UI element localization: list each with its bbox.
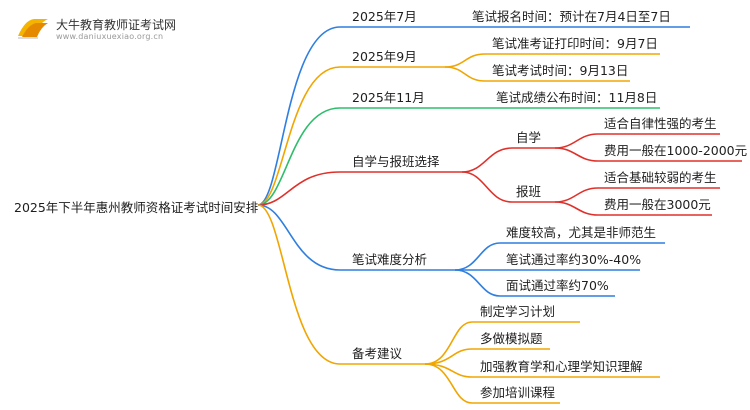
connector-difficulty	[257, 204, 341, 271]
connector-diff-item-1	[454, 242, 665, 271]
branch-choice-label: 自学与报班选择	[352, 154, 440, 169]
advice-item: 多做模拟题	[480, 331, 543, 346]
choice-self-label: 自学	[516, 130, 542, 145]
branch-difficulty-label: 笔试难度分析	[352, 252, 428, 267]
sept-item: 笔试考试时间：9月13日	[492, 63, 629, 78]
advice-item: 制定学习计划	[480, 304, 556, 319]
site-logo: 大牛教育教师证考试网 www.daniuxuexiao.org.cn	[6, 6, 186, 46]
connector-advice	[257, 204, 341, 365]
root-topic: 2025年下半年惠州教师资格证考试时间安排	[14, 200, 259, 215]
connector-class-item-2	[554, 201, 712, 216]
connector-adv-item-2	[424, 348, 550, 365]
difficulty-item: 难度较高，尤其是非师范生	[506, 225, 657, 240]
connector-july	[257, 26, 341, 206]
connector-choice	[257, 171, 341, 206]
watermark-url: www.daniuxuexiao.org.cn	[56, 32, 164, 41]
class-item: 适合基础较弱的考生	[604, 170, 717, 185]
branch-july-label: 2025年7月	[352, 9, 417, 24]
self-item: 费用一般在1000-2000元	[604, 143, 748, 158]
connector-self	[461, 147, 555, 173]
advice-item: 加强教育学和心理学知识理解	[480, 359, 643, 374]
connector-adv-item-4	[424, 363, 560, 404]
branch-sept-label: 2025年9月	[352, 49, 417, 64]
self-item: 适合自律性强的考生	[604, 116, 717, 131]
book-logo-icon	[18, 19, 48, 39]
nov-item: 笔试成绩公布时间：11月8日	[496, 90, 658, 105]
sept-item: 笔试准考证打印时间：9月7日	[492, 36, 658, 51]
connector-diff-item-3	[454, 269, 615, 297]
choice-class-label: 报班	[516, 184, 542, 199]
connector-self-item-1	[554, 133, 720, 149]
connector-self-item-2	[554, 147, 742, 162]
advice-item: 参加培训课程	[480, 385, 556, 400]
connector-class	[461, 171, 555, 203]
connector-class-item-1	[554, 187, 720, 203]
july-item: 笔试报名时间：预计在7月4日至7日	[472, 9, 671, 24]
class-item: 费用一般在3000元	[604, 197, 711, 212]
watermark-title: 大牛教育教师证考试网	[56, 18, 177, 32]
connector-adv-item-1	[424, 321, 580, 365]
connector-nov	[257, 107, 341, 206]
connector-sept-item-2	[444, 66, 630, 82]
difficulty-item: 面试通过率约70%	[506, 278, 609, 293]
difficulty-item: 笔试通过率约30%-40%	[506, 252, 642, 267]
branch-advice-label: 备考建议	[352, 346, 403, 361]
branch-nov-label: 2025年11月	[352, 90, 425, 105]
connector-sept-item-1	[444, 53, 660, 68]
connector-sept	[257, 66, 341, 206]
